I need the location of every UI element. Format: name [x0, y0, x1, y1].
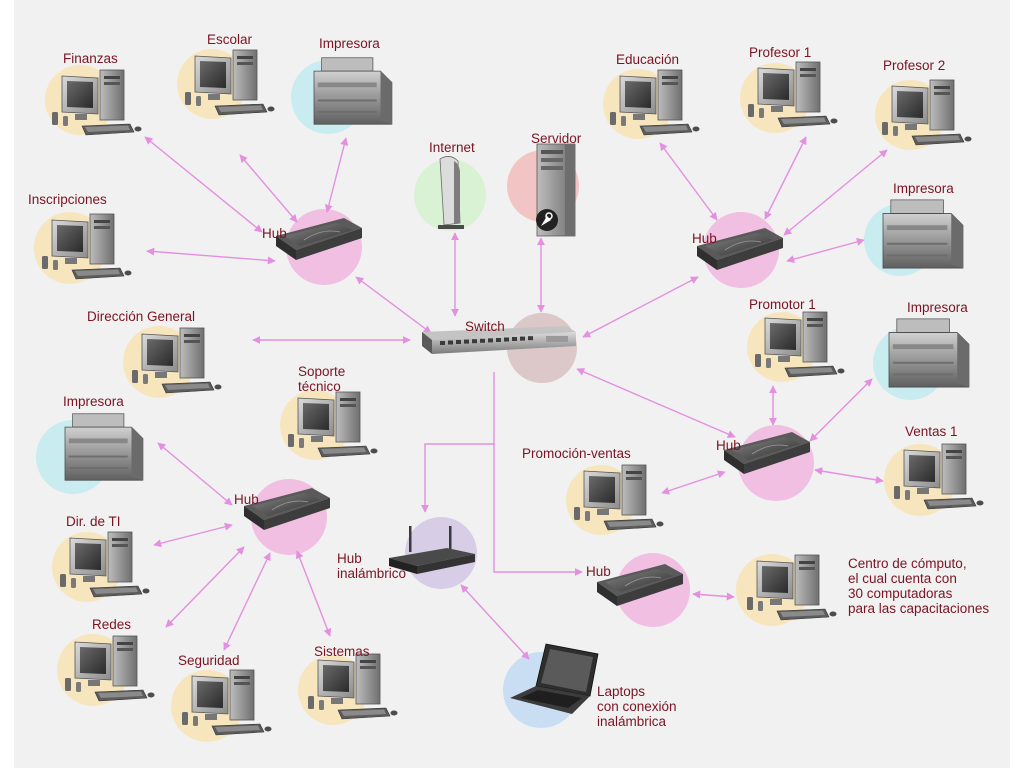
computer-icon	[287, 391, 378, 458]
printer-icon	[888, 318, 970, 388]
computer-icon	[893, 443, 984, 510]
computer-icon	[747, 61, 838, 128]
link-escolar-hub	[239, 154, 298, 223]
link-educacion-hub	[659, 142, 718, 221]
label-laptops: Laptops con conexión inalámbrica	[597, 684, 677, 729]
label-hub-right-top: Hub	[692, 231, 717, 246]
label-promocion: Promoción-ventas	[522, 446, 631, 461]
link-profesor1-hub	[764, 136, 807, 220]
computer-icon	[64, 635, 155, 702]
printer-icon	[313, 57, 393, 125]
label-profesor2: Profesor 2	[883, 58, 946, 73]
computer-icon	[609, 69, 700, 136]
computer-icon	[746, 554, 837, 621]
label-direccion: Dirección General	[87, 309, 196, 324]
label-impresora-top: Impresora	[319, 36, 380, 51]
link-impresora-hub	[324, 137, 349, 213]
computer-icon	[181, 669, 272, 736]
label-hub-right-mid: Hub	[716, 438, 741, 453]
computer-icon	[573, 464, 664, 531]
link-sistemas-hubleft	[295, 550, 332, 637]
halos	[34, 49, 956, 742]
label-hub-left-bottom: Hub	[234, 492, 259, 507]
label-hub-left-top: Hub	[262, 226, 287, 241]
label-centro: Centro de cómputo, el cual cuenta con 30…	[848, 556, 990, 616]
link-switch-hubright	[582, 276, 699, 338]
label-profesor1: Profesor 1	[749, 45, 812, 60]
link-dirti-hubleft	[153, 522, 233, 548]
link-finanzas-hub	[144, 136, 263, 233]
label-finanzas: Finanzas	[63, 51, 118, 66]
label-impresora-left: Impresora	[63, 394, 124, 409]
label-hub-bottom: Hub	[586, 564, 611, 579]
label-escolar: Escolar	[207, 32, 253, 47]
label-impresora-right-top: Impresora	[893, 181, 954, 196]
computer-icon	[307, 653, 398, 720]
label-educacion: Educación	[616, 52, 680, 67]
label-promotor1: Promotor 1	[749, 297, 816, 312]
label-switch: Switch	[465, 319, 505, 334]
printer-icon	[64, 413, 144, 481]
label-soporte: Soporte técnico	[298, 364, 346, 394]
computer-icon	[51, 69, 142, 136]
connections	[144, 136, 888, 660]
label-redes: Redes	[92, 617, 132, 632]
label-inscripciones: Inscripciones	[28, 192, 107, 207]
label-sistemas: Sistemas	[314, 644, 370, 659]
devices	[41, 49, 984, 736]
link-impresora-hubmid	[809, 378, 873, 442]
computer-icon	[59, 531, 150, 598]
link-inscripciones-hub	[146, 247, 276, 265]
computer-icon	[41, 213, 132, 280]
link-inalambrico-laptops	[460, 584, 530, 660]
label-internet: Internet	[429, 140, 475, 155]
label-hub-inalambrico: Hub inalámbrico	[337, 551, 407, 581]
label-servidor: Servidor	[531, 131, 582, 146]
label-dir-ti: Dir. de TI	[66, 514, 121, 529]
link-ventas-hubmid	[814, 467, 884, 484]
link-switch-hubbottom	[493, 444, 583, 576]
computer-icon	[881, 79, 972, 146]
server-icon	[535, 143, 576, 237]
link-hub-switch	[355, 276, 432, 334]
link-promocion-hubmid	[661, 470, 726, 495]
link-impresora-hubright	[786, 238, 865, 263]
link-switch-inalambrico	[421, 372, 495, 513]
label-impresora-right-mid: Impresora	[907, 300, 968, 315]
computer-icon	[754, 311, 845, 378]
link-profesor2-hub	[783, 149, 888, 236]
link-hubbottom-centro	[692, 590, 735, 601]
link-impresora-hubleft	[157, 442, 233, 506]
printer-icon	[882, 199, 964, 269]
link-seguridad-hubleft	[223, 552, 271, 651]
link-switch-hubmid	[576, 368, 736, 438]
label-ventas1: Ventas 1	[905, 424, 958, 439]
computer-icon	[131, 327, 222, 394]
link-redes-hubleft	[165, 546, 245, 628]
label-seguridad: Seguridad	[178, 653, 240, 668]
computer-icon	[184, 49, 275, 116]
